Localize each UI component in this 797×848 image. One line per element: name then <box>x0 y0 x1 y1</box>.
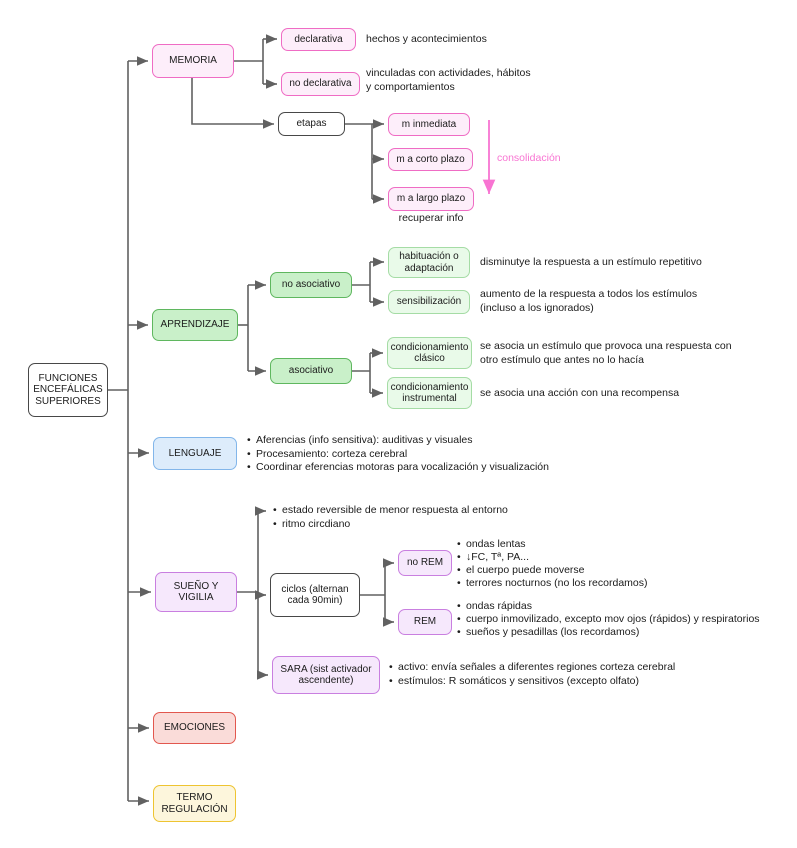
desc-sensibilizacion: aumento de la respuesta a todos los estí… <box>480 288 698 314</box>
node-aprendizaje: APRENDIZAJE <box>152 309 238 341</box>
node-condicionamiento-instrumental: condicionamiento instrumental <box>387 377 472 409</box>
label-consolidacion: consolidación <box>497 152 561 164</box>
node-emociones: EMOCIONES <box>153 712 236 744</box>
sara-bullets: activo: envía señales a diferentes regio… <box>388 661 748 688</box>
node-sara: SARA (sist activador ascendente) <box>272 656 380 694</box>
node-no-declarativa: no declarativa <box>281 72 360 96</box>
node-sensibilizacion: sensibilización <box>388 290 470 314</box>
node-no-asociativo: no asociativo <box>270 272 352 298</box>
no-rem-bullets: ondas lentas ↓FC, Tª, PA... el cuerpo pu… <box>456 538 786 590</box>
node-asociativo: asociativo <box>270 358 352 384</box>
node-declarativa: declarativa <box>281 28 356 51</box>
note-recuperar-info: recuperar info <box>398 212 464 224</box>
node-etapas: etapas <box>278 112 345 136</box>
node-funciones-encefalicas: FUNCIONES ENCEFÁLICAS SUPERIORES <box>28 363 108 417</box>
node-m-inmediata: m inmediata <box>388 113 470 136</box>
node-no-rem: no REM <box>398 550 452 576</box>
desc-habituacion: disminutye la respuesta a un estímulo re… <box>480 256 702 268</box>
node-ciclos: ciclos (alternan cada 90min) <box>270 573 360 617</box>
desc-condicionamiento-instrumental: se asocia una acción con una recompensa <box>480 387 680 399</box>
sueno-bullets: estado reversible de menor respuesta al … <box>272 504 602 531</box>
desc-declarativa: hechos y acontecimientos <box>366 33 487 45</box>
node-condicionamiento-clasico: condicionamiento clásico <box>387 337 472 369</box>
lenguaje-bullets: Aferencias (info sensitiva): auditivas y… <box>246 434 606 475</box>
rem-bullets: ondas rápidas cuerpo inmovilizado, excep… <box>456 600 796 639</box>
node-m-largo-plazo: m a largo plazo <box>388 187 474 211</box>
desc-no-declarativa: vinculadas con actividades, hábitos y co… <box>366 67 531 93</box>
node-habituacion: habituación o adaptación <box>388 247 470 278</box>
node-termo-regulacion: TERMO REGULACIÓN <box>153 785 236 822</box>
node-lenguaje: LENGUAJE <box>153 437 237 470</box>
node-sueno-y-vigilia: SUEÑO Y VIGILIA <box>155 572 237 612</box>
node-memoria: MEMORIA <box>152 44 234 78</box>
node-m-corto-plazo: m a corto plazo <box>388 148 473 171</box>
desc-condicionamiento-clasico: se asocia un estímulo que provoca una re… <box>480 340 732 366</box>
node-rem: REM <box>398 609 452 635</box>
